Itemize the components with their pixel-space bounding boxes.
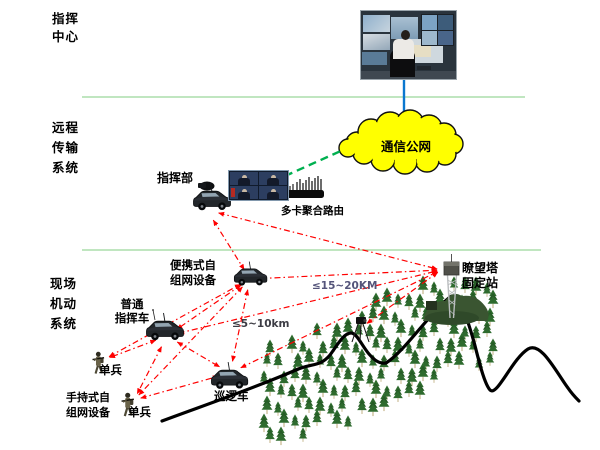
public-link-line [284,148,344,178]
command-center-photo [360,10,457,80]
mesh-links [108,211,439,400]
operator-head [401,30,410,40]
divider-lines [82,96,541,251]
distance-long-label: ≤15~20KM [312,280,378,292]
camera-graphic [351,317,370,343]
watchtower-graphic [423,254,489,325]
monitor [362,52,387,65]
section-label-command-center: 指挥 中心 [52,11,80,44]
patrol-vehicle-graphic [210,361,249,390]
monitor [391,17,418,39]
video-cell [230,186,258,199]
video-cell [259,172,287,185]
hq-video-wall [228,170,289,201]
soldier1-label: 单兵 [99,363,122,377]
router-label: 多卡聚合路由 [281,205,344,217]
patrol-vehicle-label: 巡逻车 [214,389,249,403]
portable-device-label: 便携式自 组网设备 [170,258,216,287]
router-graphic [285,176,324,198]
portable-vehicle-graphic [233,261,268,287]
command-vehicle-label: 普通 指挥车 [114,297,150,325]
handheld-device-label: 手持式自 组网设备 [66,391,110,419]
monitor [363,34,390,50]
keyboard [417,66,431,70]
document-on-screen [411,45,431,57]
section-label-field-mobile: 现场 机动 系统 [50,276,78,331]
monitor [363,15,390,32]
video-cell [230,172,258,185]
command-vehicle-graphic [146,309,184,341]
watchtower-label: 瞭望塔 固定站 [462,261,499,290]
hq-vehicle-graphic [193,181,231,211]
cloud-shape [338,109,464,175]
surveillance-grid [421,14,454,46]
section-label-remote-transmission: 远程 传输 系统 [52,120,80,175]
hq-label: 指挥部 [157,171,194,185]
video-cell [259,186,287,199]
soldier2-label: 单兵 [128,405,151,419]
operator-person [393,39,414,59]
cloud-label: 通信公网 [380,139,431,154]
distance-short-label: ≤5~10km [232,318,290,330]
